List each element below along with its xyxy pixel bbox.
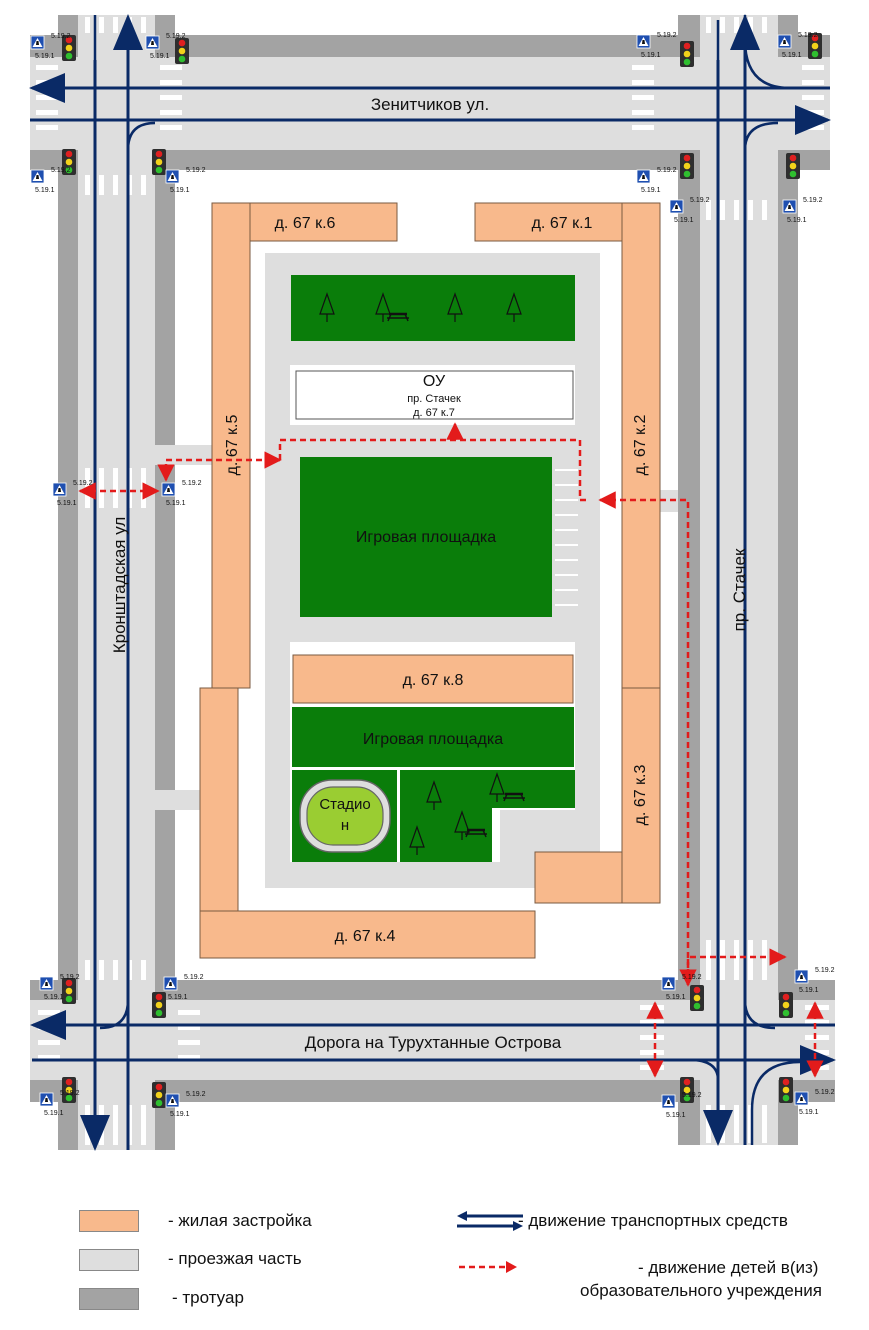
sign-code-bottom: 5.19.1 bbox=[674, 217, 694, 224]
building-label-k4: д. 67 к.4 bbox=[335, 928, 396, 945]
sign-code-top: 5.19.2 bbox=[184, 974, 204, 981]
sign-code-bottom: 5.19.1 bbox=[168, 994, 188, 1001]
sign-code-top: 5.19.2 bbox=[657, 32, 677, 39]
building-k6 bbox=[249, 202, 398, 242]
park-south bbox=[400, 770, 575, 862]
sign-code-top: 5.19.2 bbox=[690, 197, 710, 204]
sign-code-bottom: 5.19.1 bbox=[150, 53, 170, 60]
sign-code-bottom: 5.19.1 bbox=[666, 994, 686, 1001]
green-zones bbox=[291, 275, 575, 862]
street-label-north: Зенитчиков ул. bbox=[371, 95, 489, 114]
child-walking-routes bbox=[78, 422, 824, 1078]
school-address-line2: д. 67 к.7 bbox=[413, 407, 455, 419]
building-label-k8: д. 67 к.8 bbox=[403, 672, 464, 689]
school-building bbox=[295, 370, 574, 420]
sign-code-top: 5.19.2 bbox=[166, 33, 186, 40]
sign-code-bottom: 5.19.1 bbox=[799, 987, 819, 994]
sign-code-bottom: 5.19.1 bbox=[170, 1111, 190, 1118]
playground-main bbox=[300, 457, 552, 617]
school-address-line1: пр. Стачек bbox=[407, 393, 461, 405]
sign-code-bottom: 5.19.1 bbox=[166, 500, 186, 507]
sign-code-top: 5.19.2 bbox=[682, 1092, 702, 1099]
sign-code-top: 5.19.2 bbox=[182, 480, 202, 487]
building-k4 bbox=[199, 910, 536, 959]
sign-code-top: 5.19.2 bbox=[186, 1091, 206, 1098]
sign-code-bottom: 5.19.1 bbox=[799, 1109, 819, 1116]
building-k5 bbox=[211, 202, 251, 689]
stadium bbox=[299, 779, 391, 853]
sign-code-top: 5.19.2 bbox=[186, 167, 206, 174]
building-label-k6: д. 67 к.6 bbox=[275, 215, 336, 232]
sign-code-top: 5.19.2 bbox=[815, 967, 835, 974]
parking-stalls bbox=[555, 469, 578, 606]
street-label-west: Кронштадская ул bbox=[110, 517, 129, 654]
sign-code-bottom: 5.19.1 bbox=[641, 52, 661, 59]
sign-code-top: 5.19.2 bbox=[798, 32, 818, 39]
stadium-label-line1: Стадио bbox=[319, 796, 370, 813]
sign-code-top: 5.19.2 bbox=[73, 480, 93, 487]
sign-code-top: 5.19.2 bbox=[682, 974, 702, 981]
school-title: ОУ bbox=[423, 373, 446, 390]
building-label-k2: д. 67 к.2 bbox=[632, 414, 649, 475]
sign-code-bottom: 5.19.1 bbox=[666, 1112, 686, 1119]
building-label-k3: д. 67 к.3 bbox=[632, 764, 649, 825]
sign-code-bottom: 5.19.1 bbox=[787, 217, 807, 224]
street-label-east: пр. Стачек bbox=[730, 548, 749, 631]
building-label-k1: д. 67 к.1 bbox=[532, 215, 593, 232]
sign-code-bottom: 5.19.1 bbox=[35, 53, 55, 60]
sign-code-top: 5.19.2 bbox=[803, 197, 823, 204]
sign-code-top: 5.19.2 bbox=[60, 1090, 80, 1097]
park-top bbox=[291, 275, 575, 341]
building-label-k5: д. 67 к.5 bbox=[224, 414, 241, 475]
sign-code-top: 5.19.2 bbox=[60, 974, 80, 981]
sign-code-top: 5.19.2 bbox=[51, 33, 71, 40]
building-k4-wing bbox=[199, 687, 239, 912]
sign-code-bottom: 5.19.1 bbox=[44, 1110, 64, 1117]
sign-code-bottom: 5.19.1 bbox=[57, 500, 77, 507]
building-k1 bbox=[474, 202, 623, 242]
sign-code-bottom: 5.19.1 bbox=[44, 994, 64, 1001]
sign-code-bottom: 5.19.1 bbox=[641, 187, 661, 194]
street-label-south: Дорога на Турухтанные Острова bbox=[305, 1033, 562, 1052]
playground-second-label: Игровая площадка bbox=[363, 731, 503, 748]
sign-code-top: 5.19.2 bbox=[51, 167, 71, 174]
sign-code-bottom: 5.19.1 bbox=[170, 187, 190, 194]
sign-code-top: 5.19.2 bbox=[815, 1089, 835, 1096]
playground-main-label: Игровая площадка bbox=[356, 529, 496, 546]
playground-second bbox=[292, 707, 574, 767]
stadium-label-line2: н bbox=[341, 817, 349, 834]
sign-code-bottom: 5.19.1 bbox=[35, 187, 55, 194]
building-k8 bbox=[292, 654, 574, 704]
sign-code-bottom: 5.19.1 bbox=[782, 52, 802, 59]
sign-code-top: 5.19.2 bbox=[657, 167, 677, 174]
building-k3-annex bbox=[534, 851, 623, 904]
